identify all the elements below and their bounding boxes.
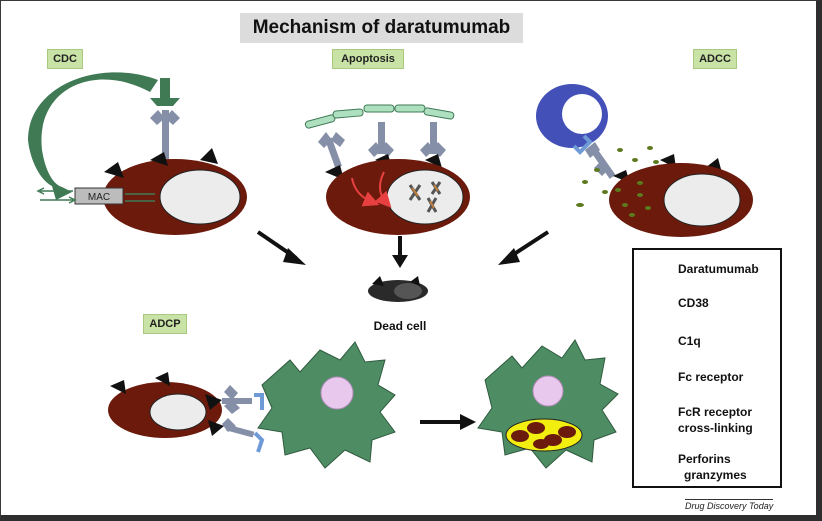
dead-cell-label: Dead cell <box>373 319 427 333</box>
dead-cell <box>368 276 428 302</box>
figure-title: Mechanism of daratumumab <box>240 13 523 43</box>
legend-daratumumab-label: Daratumumab <box>678 262 759 276</box>
nucleus <box>159 169 241 225</box>
cd38-icon <box>425 154 442 168</box>
legend-fc-receptor-label: Fc receptor <box>678 370 744 384</box>
fc-receptor-icon <box>253 431 265 453</box>
legend-fcr-crosslinking-label-2: cross-linking <box>678 421 753 435</box>
fc-receptor-icon <box>254 393 264 410</box>
legend-c1q-label: C1q <box>678 334 701 348</box>
daratumumab-icon <box>318 122 446 169</box>
daratumumab-icon <box>150 110 180 160</box>
engulfed-fragments <box>511 422 576 449</box>
tag-adcc: ADCC <box>693 49 737 69</box>
c1q-icon <box>150 78 180 106</box>
arrows-to-dead-cell <box>256 230 550 268</box>
legend-perforins-label-2: granzymes <box>684 468 747 482</box>
cd38-icon <box>155 372 170 386</box>
apoptosis-signal-arrow <box>374 171 392 208</box>
daratumumab-icon <box>222 385 255 438</box>
cd38-icon <box>110 380 126 394</box>
apoptosis-panel <box>304 104 470 235</box>
tag-adcp: ADCP <box>143 314 187 334</box>
cd38-icon <box>150 152 168 166</box>
nucleus <box>386 169 464 225</box>
perforins-granzymes-icon <box>576 146 659 217</box>
legend-fcr-crosslinking-label-1: FcR receptor <box>678 405 753 419</box>
cd38-icon <box>104 162 124 178</box>
cd38-icon <box>205 394 222 410</box>
nucleus <box>663 173 741 227</box>
legend-cd38-label: CD38 <box>678 296 709 310</box>
fc-receptor-icon <box>572 134 593 155</box>
mac-label: MAC <box>88 192 110 203</box>
adcc-panel <box>536 84 753 237</box>
fragmented-dna-icon <box>408 181 442 213</box>
source-credit: Drug Discovery Today <box>685 499 774 511</box>
nucleus <box>149 393 207 431</box>
fcr-crosslinking-icon <box>304 104 455 129</box>
legend-box: Daratumumab CD38 C1q Fc receptor FcR rec… <box>632 248 782 488</box>
daratumumab-icon <box>585 142 616 179</box>
nk-cell-nucleus <box>562 94 602 134</box>
cdc-panel: MAC <box>28 72 247 235</box>
cd38-icon <box>208 420 224 436</box>
complement-arc-arrow <box>28 72 158 200</box>
tag-apoptosis: Apoptosis <box>332 49 404 69</box>
mac-pore <box>36 187 155 205</box>
adcp-panel <box>108 339 619 469</box>
macrophage-nucleus <box>532 375 564 407</box>
tag-cdc: CDC <box>47 49 83 69</box>
apoptosis-signal-arrow <box>351 177 380 207</box>
cd38-icon <box>200 148 218 164</box>
macrophage-nucleus <box>320 376 354 410</box>
legend-perforins-label-1: Perforins <box>678 452 731 466</box>
